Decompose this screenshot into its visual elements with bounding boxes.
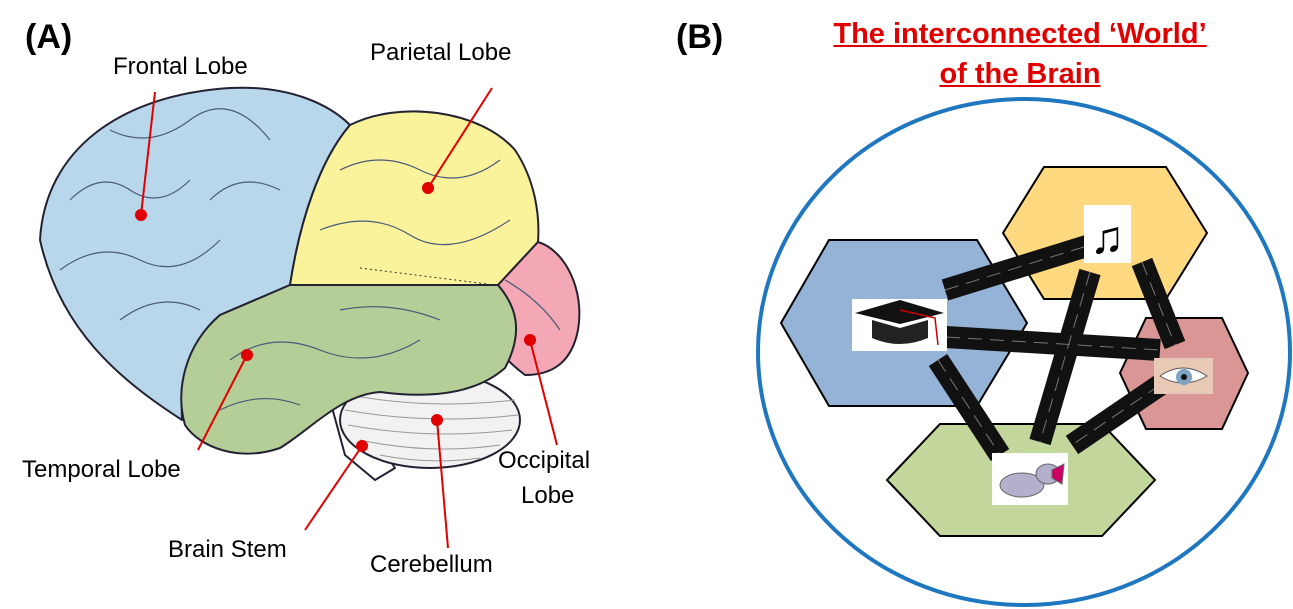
title-line-1: The interconnected ‘World’	[833, 18, 1207, 50]
title-line-2: of the Brain	[939, 58, 1101, 90]
world-circle	[756, 97, 1292, 607]
label-occipital-line2: Lobe	[521, 482, 575, 509]
music-note-icon: ♫	[1084, 205, 1131, 263]
graduation-cap-icon	[852, 299, 947, 351]
eye-icon	[1154, 358, 1213, 394]
pointer-lines	[135, 87, 558, 549]
panel-b-label: (B)	[676, 18, 724, 56]
label-frontal-lobe: Frontal Lobe	[113, 53, 248, 80]
hippo-icon	[992, 453, 1068, 505]
label-occipital-line1: Occipital	[498, 447, 591, 474]
brain-illustration	[39, 86, 581, 481]
road-markings	[937, 244, 1176, 456]
temporal-lobe	[180, 284, 518, 455]
gyri-lines	[59, 108, 561, 411]
label-temporal-lobe: Temporal Lobe	[22, 456, 181, 483]
label-brain-stem: Brain Stem	[168, 536, 287, 563]
svg-text:♫: ♫	[1090, 211, 1125, 263]
parietal-lobe	[289, 110, 540, 286]
panel-a-label: (A)	[25, 18, 73, 56]
label-cerebellum: Cerebellum	[370, 551, 493, 578]
label-parietal-lobe: Parietal Lobe	[370, 39, 512, 66]
